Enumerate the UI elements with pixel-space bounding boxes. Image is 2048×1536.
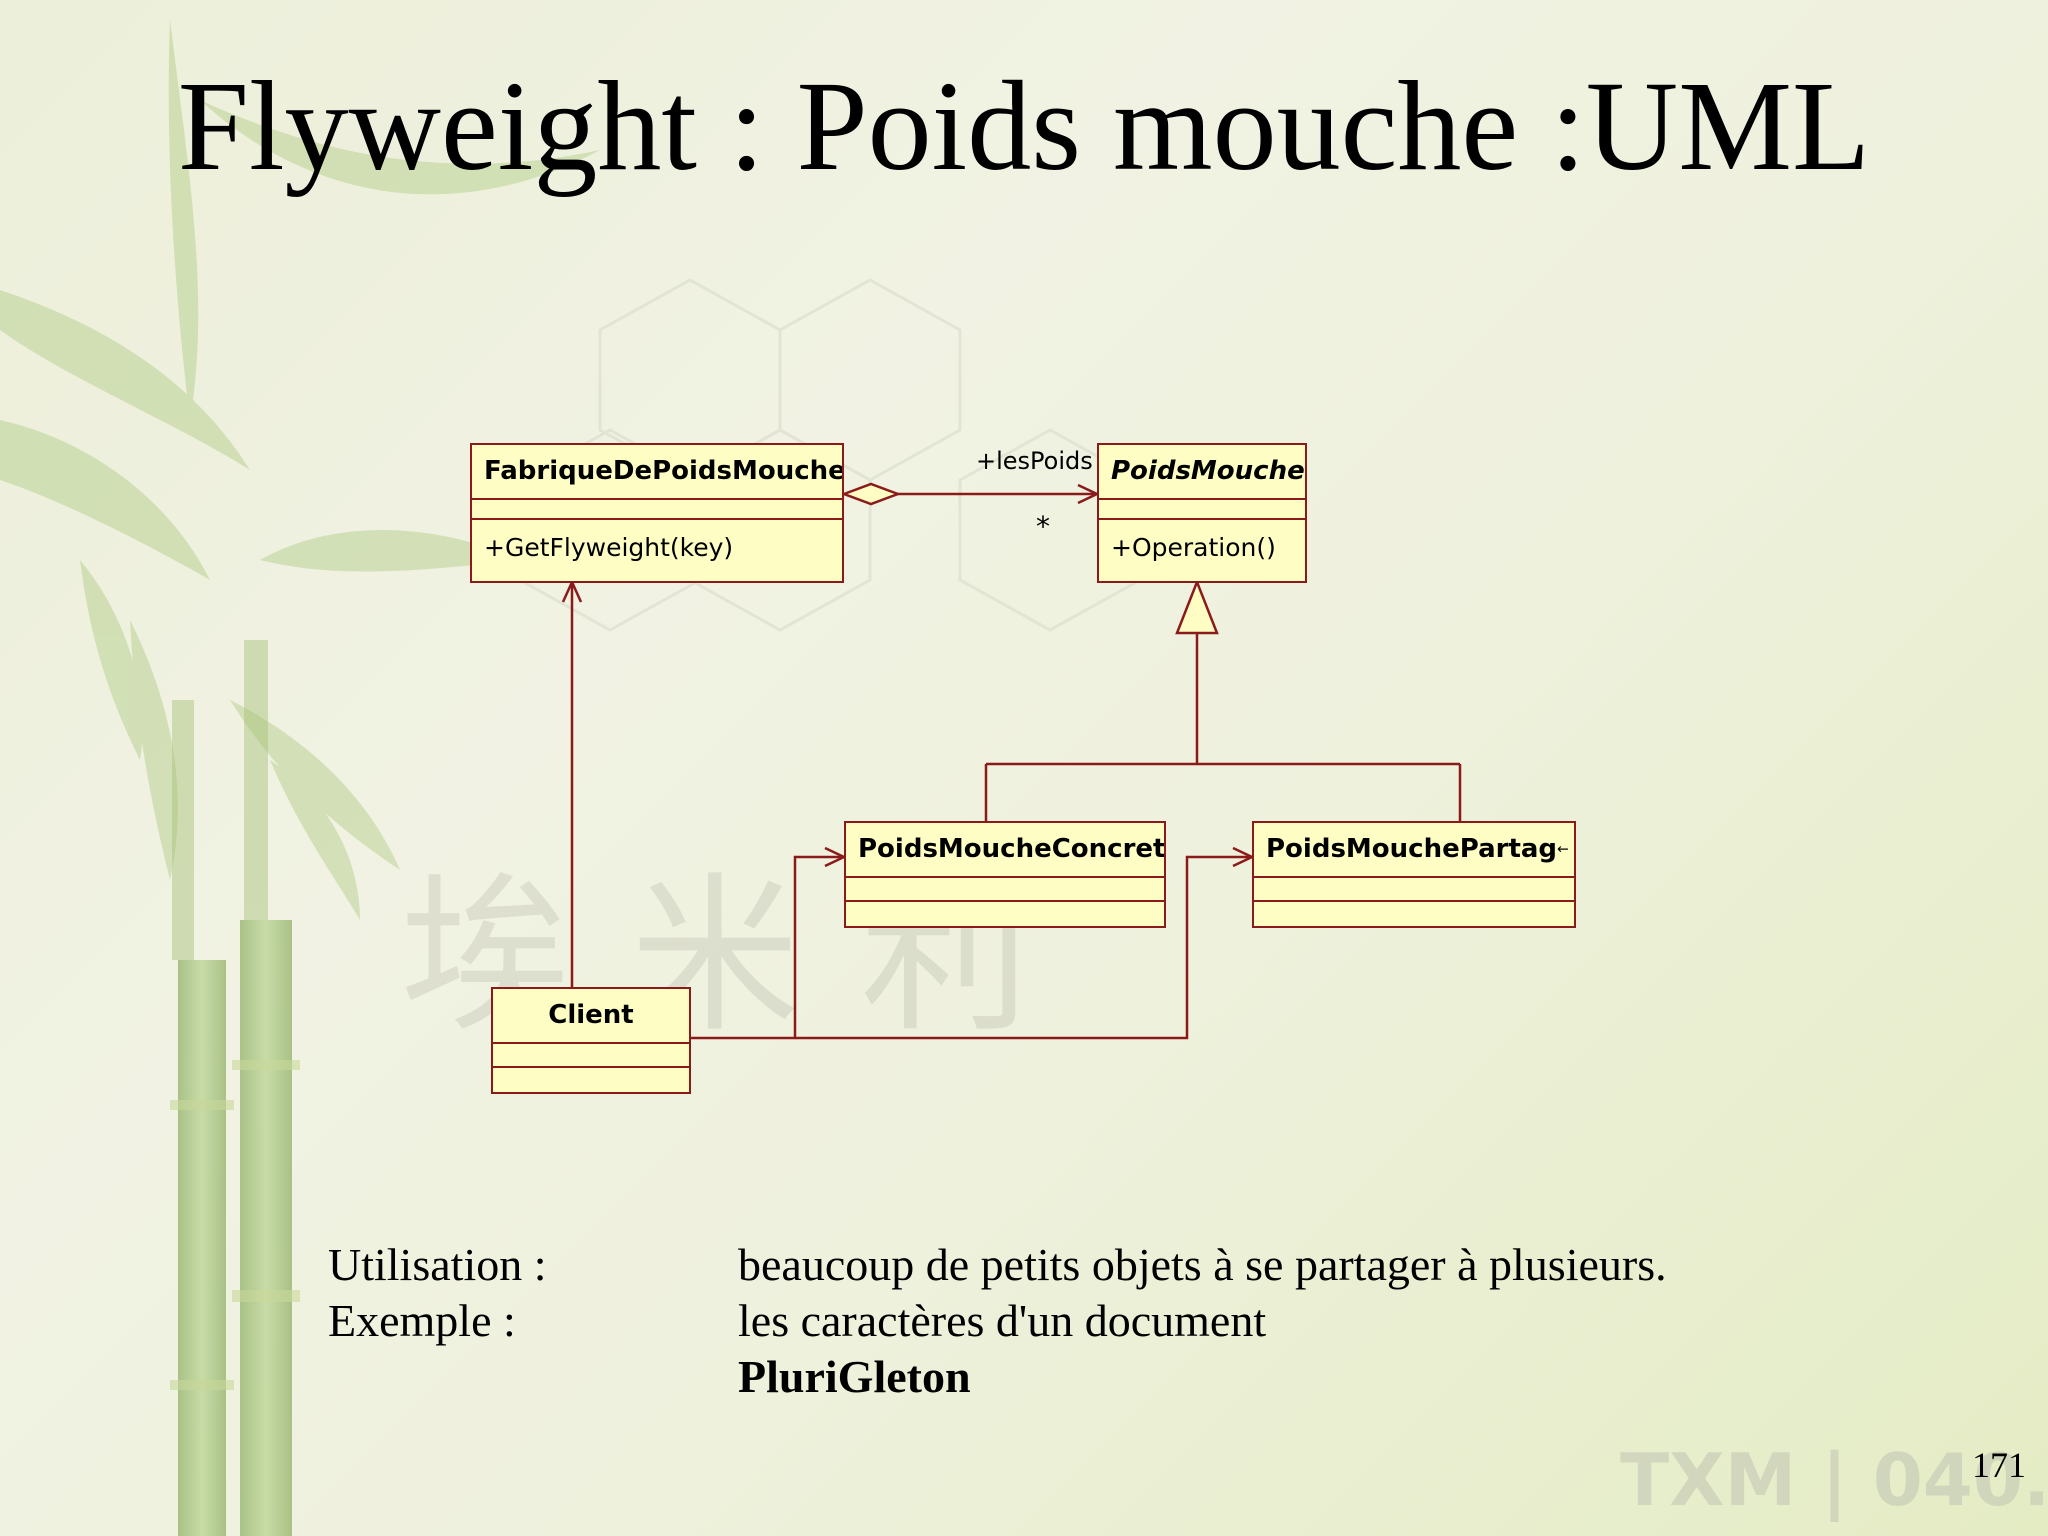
class-attributes — [493, 1044, 689, 1068]
usage-text: beaucoup de petits objets à se partager … — [738, 1238, 1667, 1291]
class-attributes — [1254, 878, 1574, 902]
class-name-text: PoidsMouchePartag — [1266, 834, 1557, 864]
class-attributes — [1099, 500, 1305, 520]
class-poids-mouche-concret: PoidsMoucheConcret — [844, 821, 1166, 928]
class-name: PoidsMouchePartag← — [1254, 823, 1574, 878]
page-number: 171 — [1972, 1444, 2026, 1486]
example-text: les caractères d'un document — [738, 1294, 1266, 1347]
client-to-concrete-line — [691, 857, 844, 1038]
aggregation-diamond — [844, 484, 898, 504]
class-operation: +GetFlyweight(key) — [472, 520, 842, 580]
usage-label: Utilisation : — [328, 1238, 547, 1291]
class-attributes — [472, 500, 842, 520]
class-name: PoidsMouche — [1099, 445, 1305, 500]
class-operation: +Operation() — [1099, 520, 1305, 580]
class-poids-mouche: PoidsMouche +Operation() — [1097, 443, 1307, 583]
example-label: Exemple : — [328, 1294, 516, 1347]
class-name: PoidsMoucheConcret — [846, 823, 1164, 878]
example-emphasis: PluriGleton — [738, 1350, 971, 1403]
class-poids-mouche-partage: PoidsMouchePartag← — [1252, 821, 1576, 928]
association-role-label: +lesPoids — [976, 447, 1093, 475]
class-operations — [846, 902, 1164, 926]
class-operations — [1254, 902, 1574, 926]
class-attributes — [846, 878, 1164, 902]
class-client: Client — [491, 987, 691, 1094]
truncation-arrow-icon: ← — [1557, 842, 1569, 858]
class-operations — [493, 1068, 689, 1092]
inheritance-triangle — [1177, 582, 1217, 633]
class-fabrique-de-poids-mouche: FabriqueDePoidsMouche +GetFlyweight(key) — [470, 443, 844, 583]
class-name: FabriqueDePoidsMouche — [472, 445, 842, 500]
association-multiplicity-label: * — [1036, 510, 1050, 543]
class-name: Client — [493, 989, 689, 1044]
